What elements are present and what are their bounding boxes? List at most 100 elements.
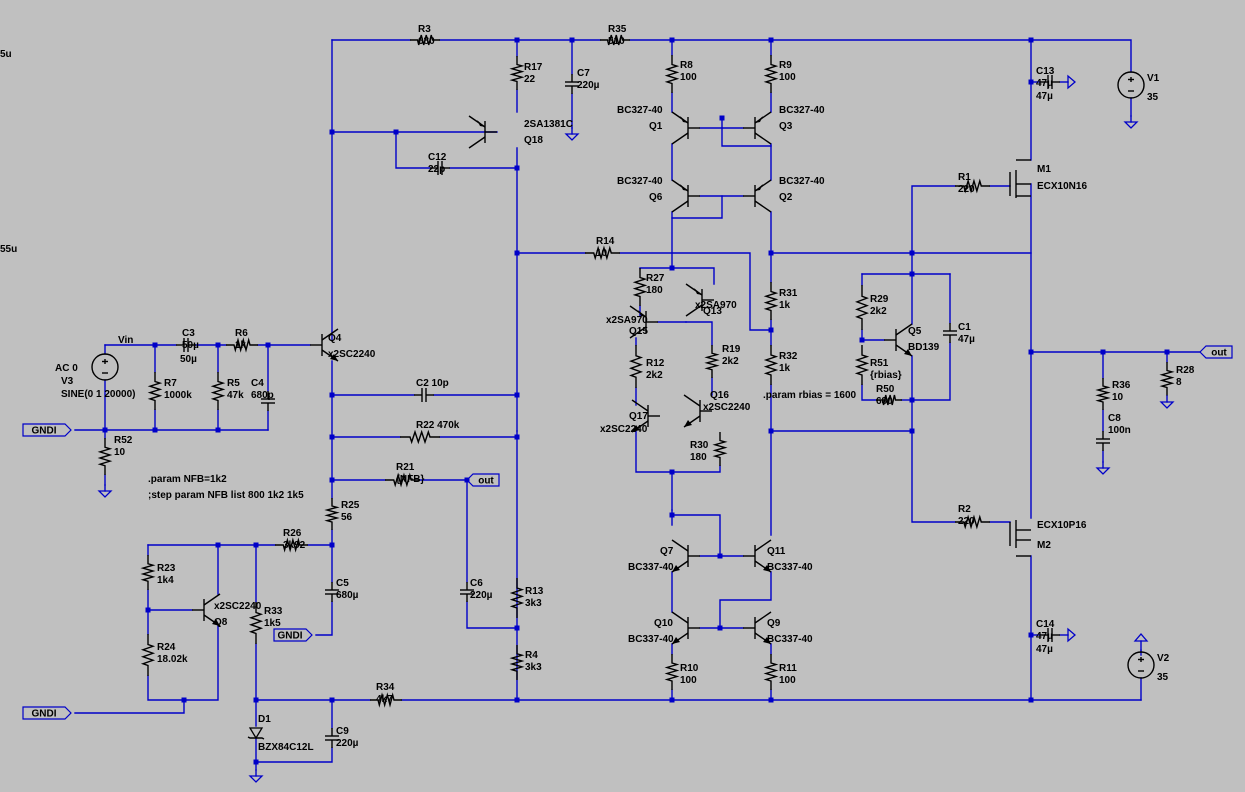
capacitor-c12 — [430, 161, 450, 175]
transistor-q13 — [685, 283, 714, 317]
resistor-value: 2k2 — [722, 356, 739, 367]
resistor-ref: R2 — [958, 504, 971, 515]
ac-label: AC 0 — [55, 363, 78, 374]
transistor-ref: Q15 — [629, 326, 648, 337]
resistor-ref: R35 — [608, 24, 627, 35]
resistor-value: 3k92 — [283, 540, 306, 551]
capacitor-c3 — [176, 338, 196, 352]
resistor-ref: R7 — [164, 378, 177, 389]
components — [22, 34, 1233, 783]
transistor-q18 — [468, 115, 497, 149]
resistor-r27 — [632, 268, 648, 306]
transistor-model: BC337-40 — [767, 634, 813, 645]
transistor-model: BC337-40 — [628, 634, 674, 645]
resistor-r5 — [210, 372, 226, 410]
resistor-ref: R30 — [690, 440, 709, 451]
out-flag — [466, 473, 500, 487]
transistor-model: x2SA970 — [695, 300, 737, 311]
ground-symbol — [97, 484, 113, 498]
resistor-ref: R31 — [779, 288, 798, 299]
junction-dot — [1164, 349, 1170, 355]
resistor-r7 — [147, 372, 163, 410]
resistor-value: 3k3 — [525, 662, 542, 673]
wire — [721, 117, 772, 147]
transistor-model: x2SC2240 — [703, 402, 751, 413]
transistor-q16 — [683, 394, 712, 428]
junction-dot — [181, 697, 187, 703]
out-label: out — [1211, 348, 1227, 359]
transistor-ref: Q6 — [649, 192, 663, 203]
transistor-q3 — [743, 111, 772, 145]
wires — [74, 39, 1201, 771]
gndi-label: GNDI — [32, 426, 57, 437]
transistor-model: BD139 — [908, 342, 940, 353]
capacitor-c4 — [261, 391, 275, 411]
capacitor-c7 — [565, 74, 579, 94]
transistor-ref: Q9 — [767, 618, 781, 629]
resistor-value: {rbias} — [870, 370, 902, 381]
junction-dots — [102, 37, 1170, 765]
junction-dot — [909, 271, 915, 277]
transistor-model: x2SC2240 — [600, 424, 648, 435]
resistor-ref: R13 — [525, 586, 544, 597]
capacitor-value: 680µ — [336, 590, 359, 601]
junction-dot — [215, 342, 221, 348]
ground-symbol — [1067, 74, 1076, 90]
resistor-r9 — [763, 55, 779, 93]
wire — [147, 675, 185, 701]
transistor-model: BC327-40 — [779, 176, 825, 187]
margin-label: 5u — [0, 49, 12, 60]
ground-symbol — [1133, 633, 1149, 642]
resistor-r23 — [140, 555, 156, 590]
transistor-model: x2SC2240 — [328, 349, 376, 360]
capacitor-c8 — [1096, 431, 1110, 451]
resistor-ref: R4 — [525, 650, 538, 661]
labels: 5u55uR3680R35510V135R17222SA1381CQ18C122… — [0, 24, 1227, 753]
capacitor-value: 220µ — [577, 80, 600, 91]
resistor-value: 680 — [418, 36, 435, 47]
wire — [671, 195, 723, 219]
transistor-model: BC337-40 — [767, 562, 813, 573]
transistor-q6 — [671, 179, 700, 213]
resistor-r17 — [509, 56, 525, 90]
junction-dot — [514, 697, 520, 703]
junction-dot — [464, 477, 470, 483]
wire — [911, 252, 951, 275]
resistor-r3 — [410, 34, 440, 46]
resistor-r13 — [509, 578, 525, 618]
junction-dot — [329, 542, 335, 548]
wire — [635, 429, 673, 511]
junction-dot — [393, 129, 399, 135]
resistor-r14 — [585, 245, 620, 261]
resistor-r33 — [248, 602, 264, 644]
junction-dot — [669, 697, 675, 703]
junction-dot — [253, 542, 259, 548]
transistor-ref: Q10 — [654, 618, 673, 629]
resistor-r19 — [704, 345, 720, 378]
transistor-model: BC327-40 — [617, 105, 663, 116]
resistor-ref: R32 — [779, 351, 798, 362]
capacitor-c1 — [943, 323, 957, 343]
wire — [74, 699, 185, 714]
resistor-ref: R11 — [779, 663, 797, 674]
resistor-r10 — [664, 654, 680, 690]
capacitor-ref: C3 — [182, 328, 195, 339]
junction-dot — [909, 428, 915, 434]
mosfet-ref: M2 — [1037, 540, 1051, 551]
wire — [315, 601, 333, 636]
gndi-label: GNDI — [32, 709, 57, 720]
junction-dot — [1028, 349, 1034, 355]
resistor-value: 510 — [608, 36, 625, 47]
junction-dot — [859, 337, 865, 343]
wire — [911, 430, 956, 523]
junction-dot — [329, 392, 335, 398]
capacitor-ref: C6 — [470, 578, 483, 589]
junction-dot — [329, 477, 335, 483]
resistor-label: R22 470k — [416, 420, 460, 431]
transistor-model: BC337-40 — [628, 562, 674, 573]
capacitor-ref: C13 — [1036, 66, 1055, 77]
wire — [466, 601, 518, 629]
transistor-ref: Q5 — [908, 326, 922, 337]
resistor-ref: R24 — [157, 642, 176, 653]
resistor-ref: R5 — [227, 378, 240, 389]
